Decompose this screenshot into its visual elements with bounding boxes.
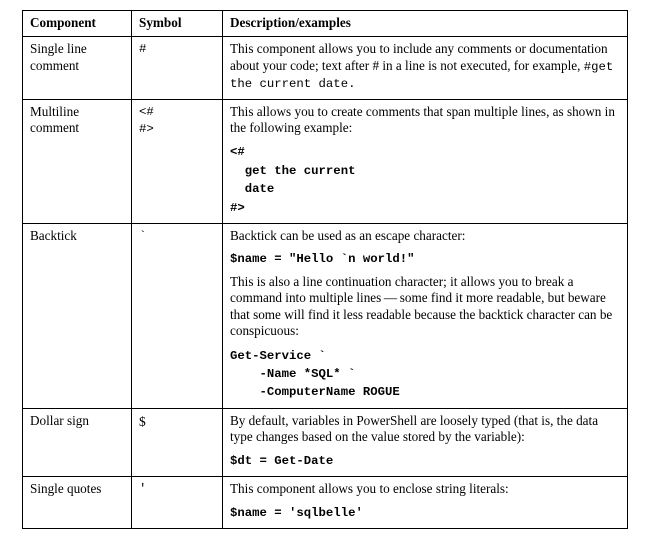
description-paragraph: This component allows you to include any… [230, 41, 621, 92]
column-header-description: Description/examples [222, 9, 628, 38]
cell-description: Backtick can be used as an escape charac… [222, 222, 628, 409]
symbol-text: ' [139, 482, 147, 497]
table-row: Single line comment # This component all… [22, 36, 628, 100]
cell-symbol: <# #> [131, 98, 223, 224]
code-example: $name = 'sqlbelle' [230, 505, 363, 520]
description-paragraph: This allows you to create comments that … [230, 103, 615, 135]
code-example: $dt = Get-Date [230, 453, 334, 468]
table-row: Backtick ` Backtick can be used as an es… [22, 222, 628, 409]
code-block: <# get the current date #> [230, 145, 356, 215]
code-block: Get-Service ` -Name *SQL* ` -ComputerNam… [230, 348, 400, 400]
description-paragraph: Backtick can be used as an escape charac… [230, 227, 466, 243]
cell-component: Single quotes [22, 476, 132, 530]
cell-symbol: # [131, 36, 223, 100]
table-row: Multiline comment <# #> This allows you … [22, 98, 628, 224]
cell-component: Single line comment [22, 36, 132, 100]
symbol-text: $ [139, 413, 146, 429]
cell-component: Multiline comment [22, 98, 132, 224]
cell-component: Dollar sign [22, 407, 132, 478]
description-paragraph-2: This is also a line continuation charact… [230, 273, 613, 339]
symbol-text-close: #> [139, 121, 154, 136]
column-header-symbol: Symbol [131, 9, 223, 38]
symbol-text: ` [139, 228, 147, 243]
code-example: $name = "Hello `n world!" [230, 252, 415, 267]
cell-description: This allows you to create comments that … [222, 98, 628, 224]
table-row: Single quotes ' This component allows yo… [22, 476, 628, 530]
powershell-components-table: Component Symbol Description/examples Si… [22, 9, 628, 530]
cell-symbol: ` [131, 222, 223, 409]
cell-symbol: ' [131, 476, 223, 530]
cell-description: This component allows you to include any… [222, 36, 628, 100]
description-text: This component allows you to include any… [230, 41, 608, 73]
cell-description: By default, variables in PowerShell are … [222, 407, 628, 478]
table-header: Component Symbol Description/examples [22, 9, 628, 38]
cell-description: This component allows you to enclose str… [222, 476, 628, 530]
description-paragraph: This component allows you to enclose str… [230, 481, 509, 497]
table-row: Dollar sign $ By default, variables in P… [22, 407, 628, 478]
cell-symbol: $ [131, 407, 223, 478]
symbol-text-open: <# [139, 104, 154, 119]
symbol-text: # [139, 42, 147, 57]
column-header-component: Component [22, 9, 132, 38]
table-body: Single line comment # This component all… [22, 36, 628, 530]
table-header-row: Component Symbol Description/examples [22, 9, 628, 38]
cell-component: Backtick [22, 222, 132, 409]
inline-code-example: #get the current date. [230, 59, 614, 92]
description-paragraph: By default, variables in PowerShell are … [230, 412, 599, 445]
